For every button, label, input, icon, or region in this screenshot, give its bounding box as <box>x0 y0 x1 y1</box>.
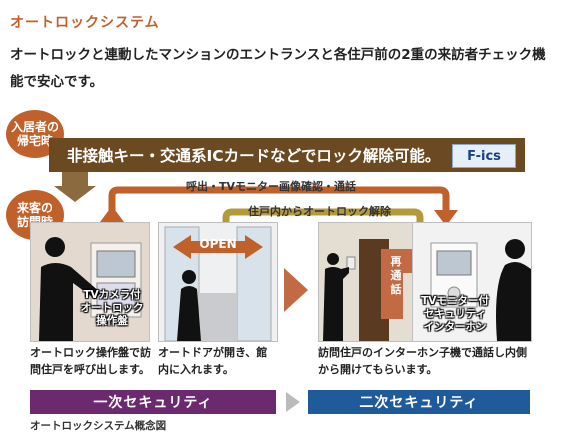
secondary-security-bar: 二次セキュリティ <box>308 390 530 414</box>
banner-text: 非接触キー・交通系ICカードなどでロック解除可能。 <box>67 147 441 165</box>
panel-door-intercom: 再 通 話 <box>318 222 414 342</box>
call-flow-arrow <box>108 186 450 222</box>
caption-step-3: 訪問住戸のインターホン子機で通話し内側から開けてもらいます。 <box>318 346 527 376</box>
panel4-label: TVモニター付 セキュリティ インターホン <box>421 295 489 333</box>
step-arrow-icon <box>284 268 308 312</box>
ic-card-banner: 非接触キー・交通系ICカードなどでロック解除可能。 <box>49 138 525 172</box>
diagram-footnote: オートロックシステム概念図 <box>30 420 167 432</box>
caption-step-1: オートロック操作盤で訪問住戸を呼び出します。 <box>30 346 151 376</box>
caption-step-2: オートドアが開き、館内に入れます。 <box>158 346 268 376</box>
resident-down-arrow <box>54 172 96 202</box>
visitor-illustration <box>31 223 149 341</box>
unlock-flow-arrow <box>222 208 424 222</box>
resident-monitor-illustration <box>413 223 531 341</box>
panel-auto-door: OPEN <box>158 222 278 342</box>
primary-security-bar: 一次セキュリティ <box>30 390 276 414</box>
recall-sign: 再 通 話 <box>390 255 402 296</box>
call-flow-label: 呼出・TVモニター画像確認・通話 <box>186 180 357 193</box>
panel-monitor-intercom: TVモニター付 セキュリティ インターホン <box>412 222 532 342</box>
panel1-label: TVカメラ付 オートロック 操作盤 <box>80 289 144 327</box>
felica-logo: F-ics <box>452 144 516 168</box>
auto-door-illustration <box>159 223 277 341</box>
description-text: オートロックと連動したマンションのエントランスと各住戸前の2重の来訪者チェック機… <box>10 47 546 90</box>
door-visitor-illustration <box>319 223 413 341</box>
page-title: オートロックシステム <box>10 15 160 31</box>
security-step-arrow-icon <box>286 392 300 412</box>
unlock-flow-label: 住戸内からオートロック解除 <box>248 205 391 218</box>
open-sign: OPEN <box>199 237 237 251</box>
panel-entrance-console: TVカメラ付 オートロック 操作盤 <box>30 222 150 342</box>
